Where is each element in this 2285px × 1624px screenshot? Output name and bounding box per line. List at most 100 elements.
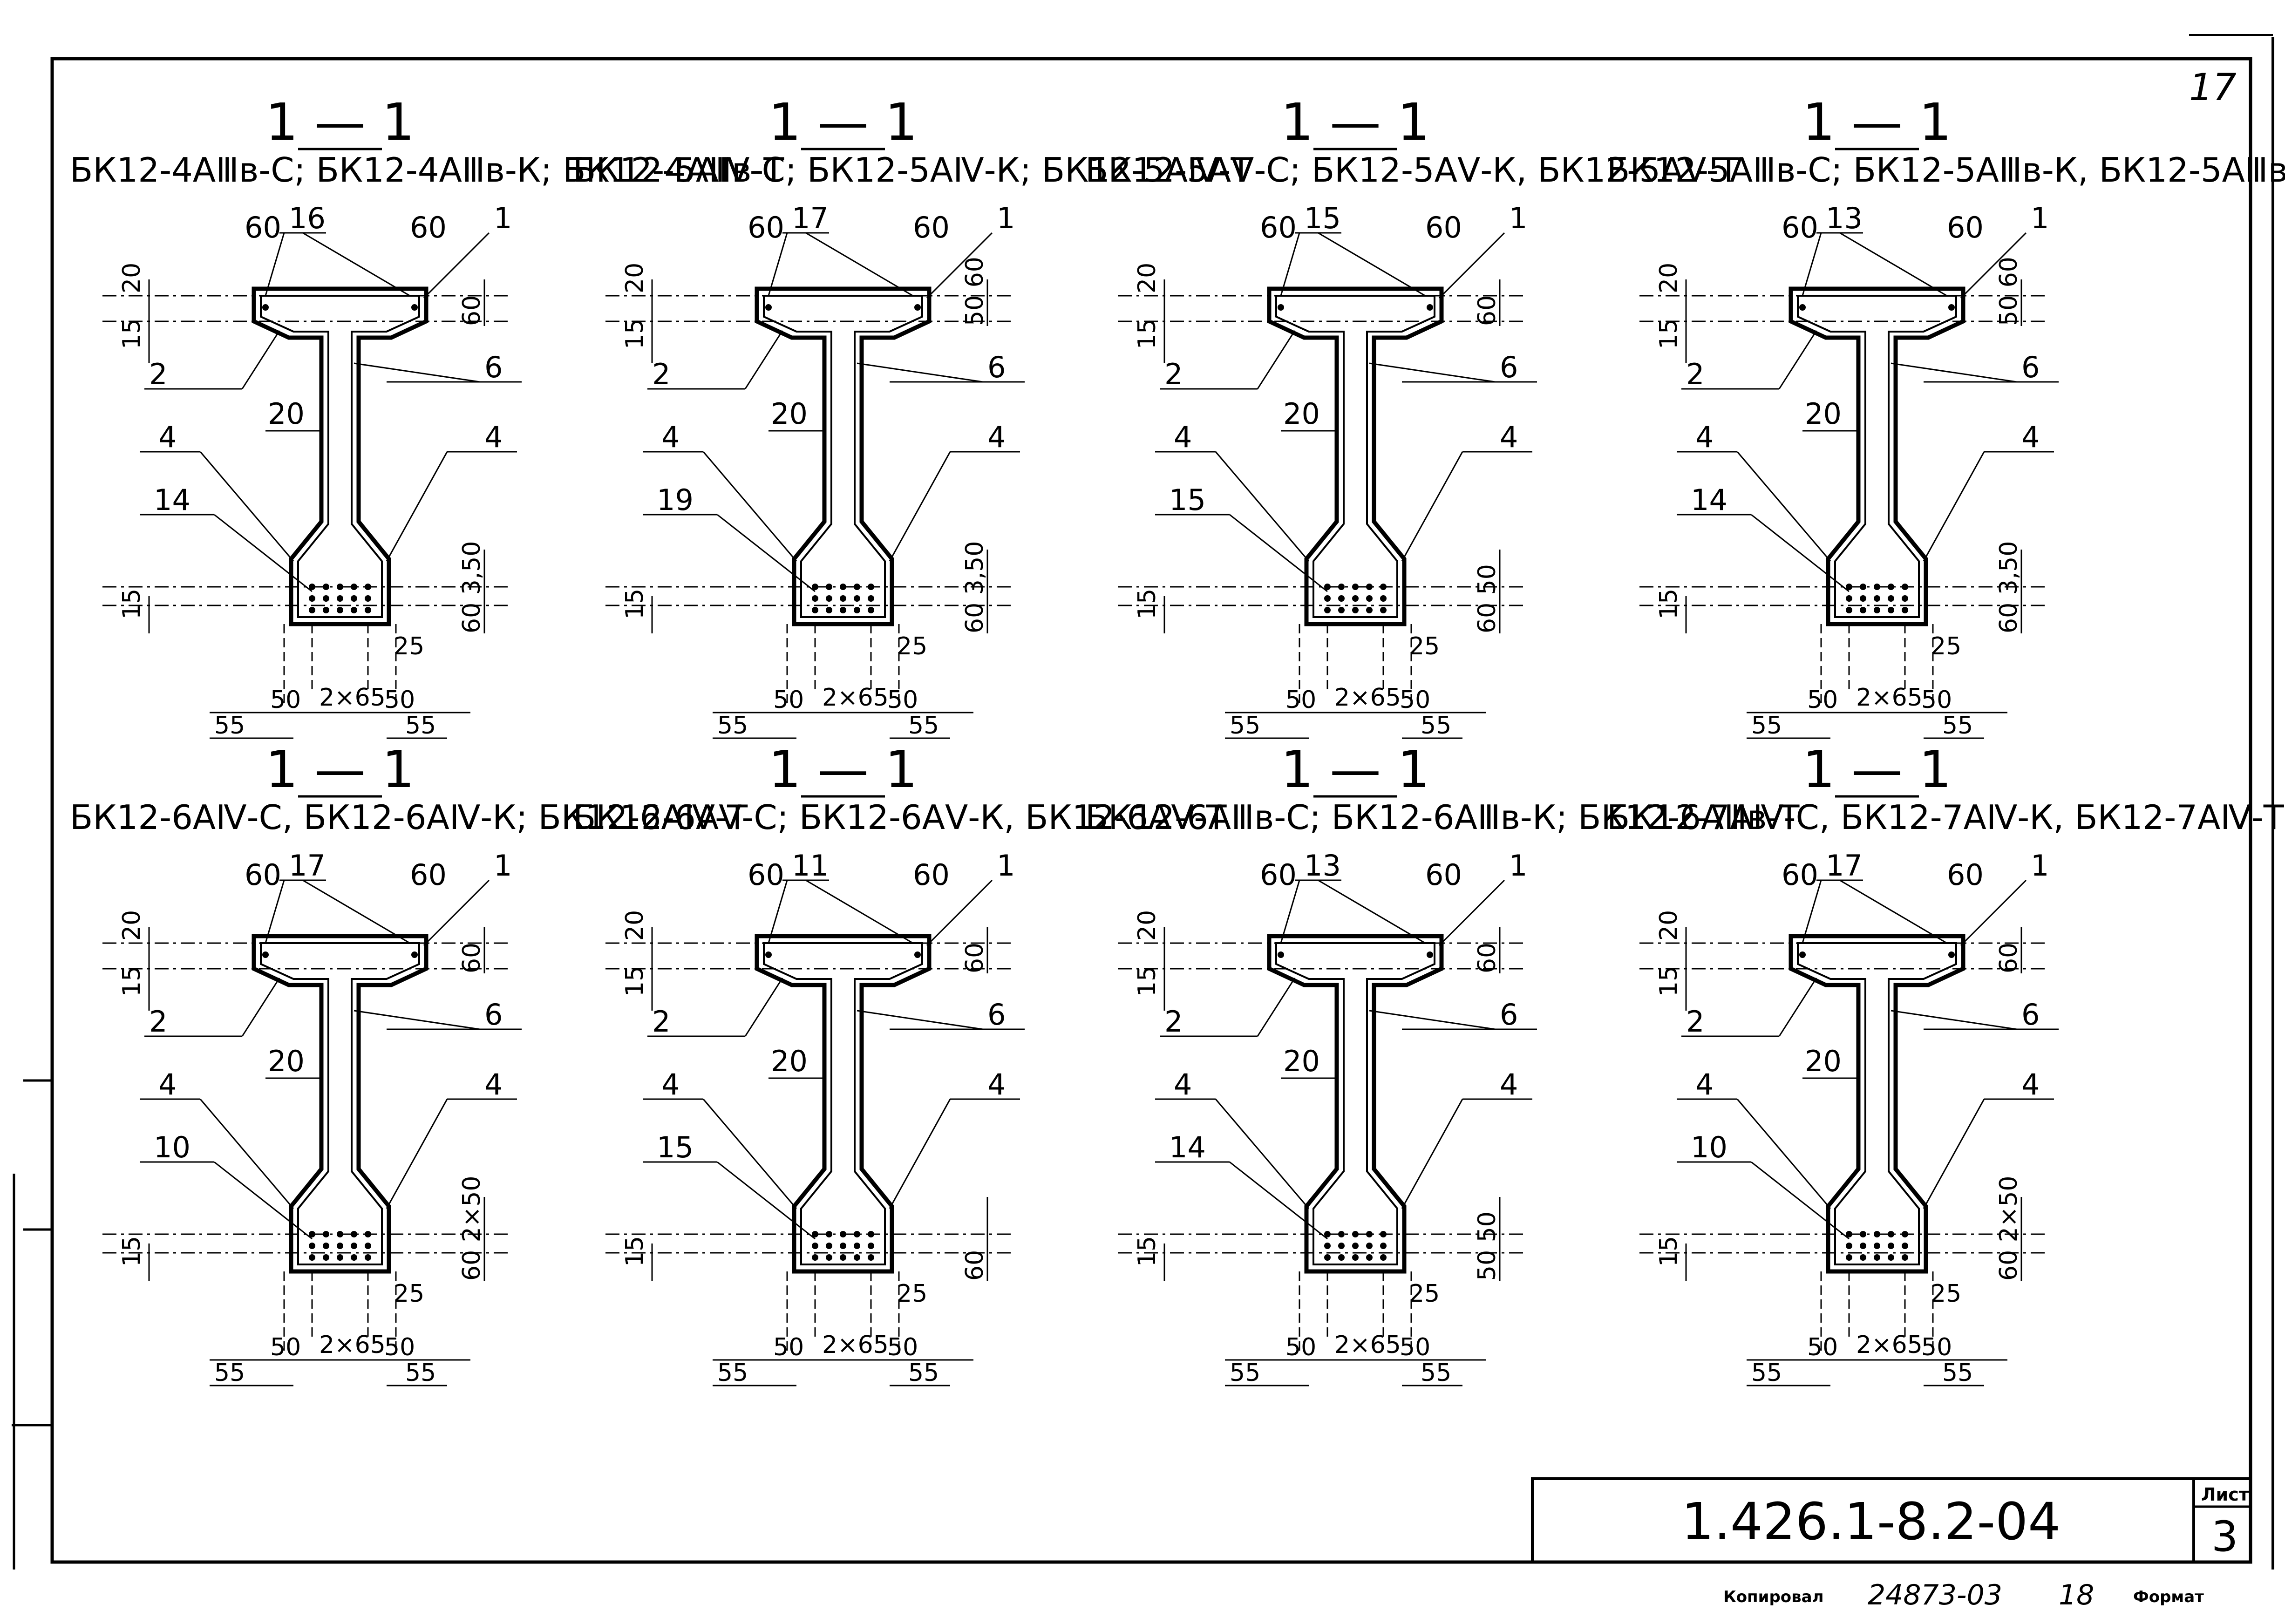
dim-50-left: 50	[1285, 1333, 1316, 1361]
callout-top-mid: 15	[1304, 201, 1341, 235]
rebar	[1338, 1254, 1345, 1261]
dim-55-right: 55	[908, 712, 939, 740]
callout-2: 2	[1686, 1005, 1704, 1039]
dim-left-15a: 15	[621, 319, 649, 349]
rebar	[1860, 584, 1866, 590]
rebar	[262, 951, 269, 958]
rebar	[1846, 607, 1852, 613]
rebar	[1888, 584, 1894, 590]
leader	[1229, 1161, 1328, 1240]
rebar	[1324, 1243, 1331, 1249]
rebar	[1860, 595, 1866, 602]
dim-50-left: 50	[1807, 1333, 1838, 1361]
callout-20: 20	[268, 397, 305, 431]
rebar	[1338, 595, 1345, 602]
callout-14: 14	[154, 483, 190, 517]
dim-right-top: 60	[961, 943, 989, 973]
callout-4-right: 4	[2021, 1067, 2040, 1101]
rebar	[1874, 1254, 1880, 1261]
dim-50-right: 50	[1400, 1333, 1430, 1361]
callout-one: 1	[997, 849, 1015, 883]
rebar	[1380, 595, 1387, 602]
leader	[1960, 232, 2027, 299]
rebar	[1874, 595, 1880, 602]
rebar	[1366, 1254, 1373, 1261]
callout-14: 10	[1691, 1130, 1727, 1164]
rebar	[365, 1243, 371, 1249]
dim-25: 25	[897, 1280, 927, 1308]
callout-6: 6	[987, 350, 1006, 384]
leader	[744, 978, 783, 1037]
rebar	[868, 1243, 874, 1249]
dim-50-right: 50	[1400, 686, 1430, 714]
callout-4-right: 4	[1500, 1067, 1518, 1101]
rebar	[323, 1231, 329, 1237]
dim-right-bottom: 60 3,50	[961, 541, 989, 633]
leader	[386, 451, 448, 562]
rebar	[262, 304, 269, 311]
callout-top-mid: 11	[792, 849, 829, 883]
callout-one: 1	[1509, 201, 1527, 235]
section-mark: 1 — 1	[768, 740, 918, 799]
callout-4-left: 4	[1174, 420, 1192, 454]
dim-left-20: 20	[621, 263, 649, 293]
callout-4-right: 4	[484, 1067, 503, 1101]
callout-one: 1	[494, 849, 512, 883]
rebar	[826, 1243, 832, 1249]
section-mark: 1 — 1	[265, 740, 415, 799]
leader	[423, 879, 490, 946]
rebar	[826, 1254, 832, 1261]
callout-one: 1	[2031, 849, 2049, 883]
rebar	[914, 951, 921, 958]
rebar	[1948, 951, 1955, 958]
rebar	[337, 607, 343, 613]
leader	[857, 1010, 983, 1030]
leader	[1369, 1010, 1496, 1030]
rebar	[1338, 1243, 1345, 1249]
dim-top-left: 60	[748, 211, 784, 245]
dim-right-bottom: 60 50	[1473, 564, 1501, 633]
callout-top-mid: 17	[792, 201, 829, 235]
dim-55-left: 55	[717, 1359, 748, 1387]
section-mark: 1 — 1	[768, 92, 918, 152]
leader	[857, 362, 983, 383]
dim-top-right: 60	[410, 211, 447, 245]
rebar	[840, 1254, 846, 1261]
dim-2x65: 2×65	[1334, 1331, 1401, 1359]
dim-top-right: 60	[1425, 858, 1462, 892]
rebar	[1888, 1231, 1894, 1237]
leader	[1401, 451, 1463, 562]
leader	[1401, 1099, 1463, 1209]
rebar	[1352, 595, 1359, 602]
dim-25: 25	[1931, 1280, 1961, 1308]
rebar	[1352, 1243, 1359, 1249]
leader	[1438, 232, 1505, 299]
callout-6: 6	[1500, 350, 1518, 384]
dim-left-15b: 15	[118, 1236, 146, 1267]
leader	[1751, 514, 1850, 592]
callout-20: 20	[1283, 1044, 1320, 1078]
dim-left-20: 20	[1655, 910, 1683, 941]
leader	[702, 1099, 797, 1209]
leader	[1778, 978, 1817, 1037]
leader	[354, 362, 480, 383]
rebar	[1338, 584, 1345, 590]
dim-top-left: 60	[748, 858, 784, 892]
rebar	[1874, 607, 1880, 613]
beam-outline	[1789, 934, 1965, 1274]
callout-one: 1	[2031, 201, 2049, 235]
rebar	[1888, 1254, 1894, 1261]
leader	[1438, 879, 1505, 946]
dim-left-15b: 15	[1133, 1236, 1161, 1267]
dim-top-left: 60	[1260, 211, 1297, 245]
callout-14: 14	[1691, 483, 1727, 517]
rebar	[337, 1254, 343, 1261]
rebar	[765, 951, 772, 958]
rebar	[351, 1254, 357, 1261]
leader	[1960, 879, 2027, 946]
dim-right-bottom: 60 2×50	[458, 1176, 486, 1281]
dim-top-right: 60	[1947, 858, 1984, 892]
